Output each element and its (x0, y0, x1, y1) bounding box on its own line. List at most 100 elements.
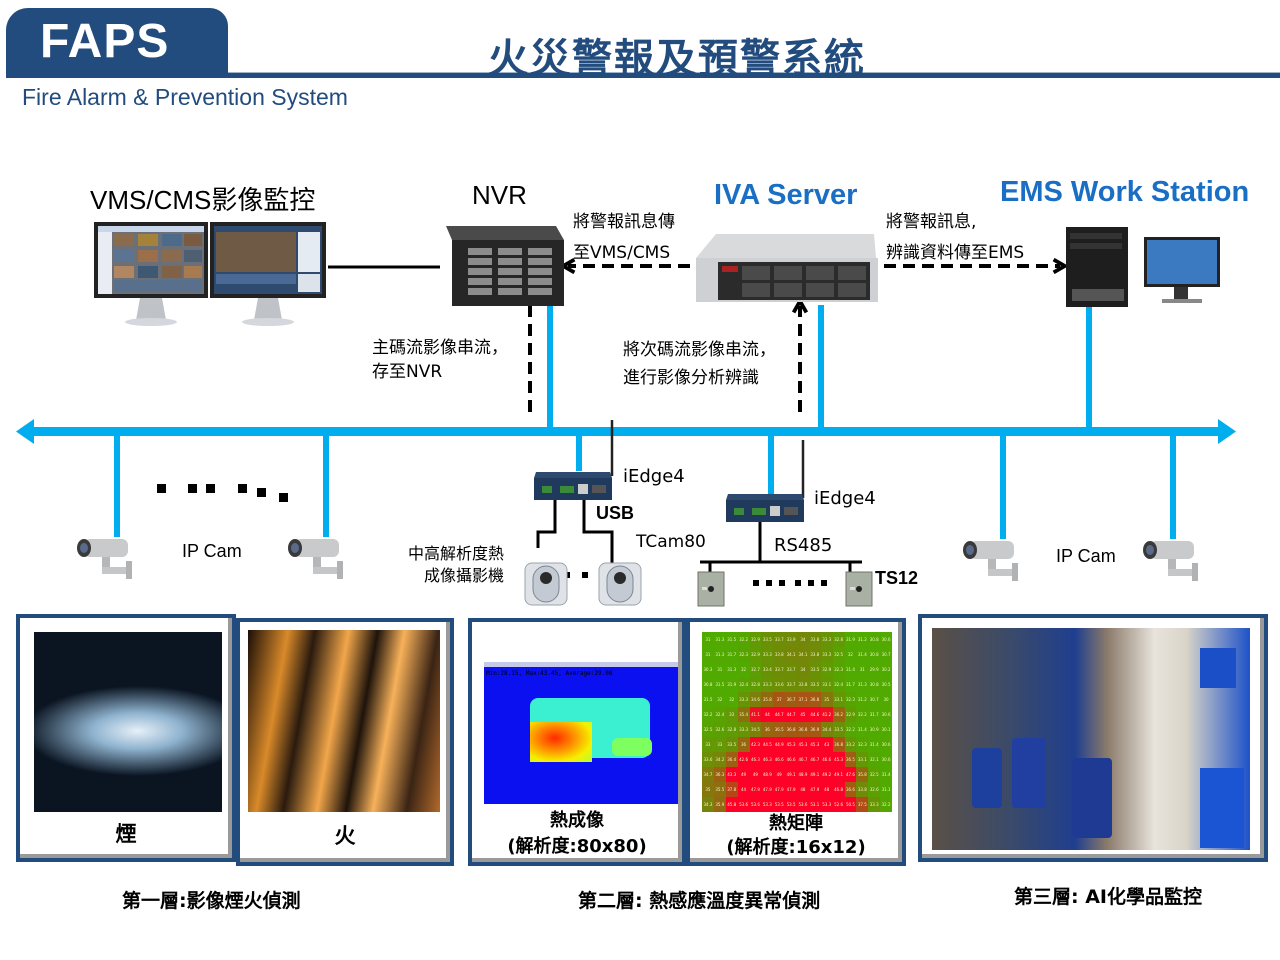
thermal-matrix-cell: 33.7 (773, 662, 786, 677)
thermal-matrix-cell: 36.8 (785, 722, 797, 737)
thermal-matrix-cell: 32.5 (702, 722, 714, 737)
thermal-matrix-cell: 49.2 (820, 767, 833, 782)
thermal-matrix-cell: 36.8 (808, 692, 821, 707)
thermal-matrix-cell: 34.6 (749, 692, 762, 707)
thermal-matrix-cell: 46.7 (808, 752, 821, 767)
thermal-matrix-cell: 49 (749, 767, 762, 782)
thermal-matrix-cell: 53.5 (773, 797, 786, 812)
thermal-matrix-cell: 32.9 (749, 632, 762, 647)
thermal-matrix-cell: 31.7 (844, 677, 857, 692)
ip-camera-icon (960, 537, 1022, 589)
thermal-matrix-cell: 32.5 (868, 767, 881, 782)
thermal-matrix-cell: 31.4 (856, 722, 869, 737)
thermal-matrix-cell: 47.9 (808, 782, 821, 797)
thermal-matrix-cell: 34.1 (797, 647, 809, 662)
thermal-matrix-cell: 31.3 (856, 677, 869, 692)
ts12-label: TS12 (875, 568, 919, 588)
thermal-matrix-cell: 36.6 (844, 782, 857, 797)
ems-uplink (1086, 306, 1092, 428)
thermal-matrix-cell: 37.8 (725, 782, 738, 797)
ipcam-drop-3 (1000, 435, 1006, 539)
thermal-matrix-cell: 33.5 (808, 677, 821, 692)
thermal-matrix-cell: 33.1 (856, 752, 869, 767)
thermal-matrix-cell: 32.2 (856, 707, 869, 722)
thermal-matrix-cell: 36.4 (725, 752, 738, 767)
thermal-matrix-cell: 53.3 (820, 797, 833, 812)
thermal-matrix-cell: 35.4 (737, 707, 750, 722)
thermal-matrix-cell: 33.3 (820, 647, 833, 662)
thermal-matrix-cell: 46.3 (749, 752, 762, 767)
ems-workstation-label: EMS Work Station (1000, 176, 1250, 208)
thermal-matrix-cell: 32.7 (749, 662, 762, 677)
thermal-matrix-cell: 32.3 (737, 647, 750, 662)
usb-wire-2 (582, 500, 614, 565)
thermal-matrix-cell: 45.3 (797, 737, 809, 752)
thermal-matrix-cell: 35.5 (713, 782, 726, 797)
thermal-matrix-cell: 33.3 (737, 692, 750, 707)
thermal-matrix-cell: 49.1 (808, 767, 821, 782)
thermal-matrix-cell: 30.3 (702, 662, 714, 677)
thermal-matrix-cell: 34.2 (713, 752, 726, 767)
thermal-matrix-cell: 37.1 (797, 692, 809, 707)
thermal-matrix-cell: 31 (702, 632, 714, 647)
thermal-matrix-cell: 31.9 (844, 632, 857, 647)
iedge4-device-icon (532, 470, 614, 506)
caption-line: (解析度:16x12) (726, 837, 866, 858)
thermal-matrix-cell: 33.7 (785, 677, 797, 692)
layer-3-caption: 第三層: AI化學品監控 (1014, 886, 1202, 908)
thermal-matrix-cell: 53.1 (808, 797, 821, 812)
more-sensors-ellipsis (753, 580, 827, 586)
thermal-matrix-cell: 37.5 (856, 797, 869, 812)
thermal-matrix-cell: 41.1 (749, 707, 762, 722)
thermal-matrix-cell: 30.7 (880, 647, 892, 662)
more-cameras-ellipsis (157, 484, 288, 502)
usb-wire-1 (536, 500, 557, 548)
thermal-matrix-cell: 42.6 (737, 752, 750, 767)
thermal-matrix-cell: 32.1 (868, 752, 881, 767)
alarm-to-vms-note: 將警報訊息傳 至VMS/CMS (573, 208, 675, 267)
thermal-matrix-cell: 33 (713, 737, 726, 752)
thermal-matrix-cell: 44 (737, 782, 750, 797)
thermal-matrix-cell: 48.9 (761, 767, 774, 782)
thermal-matrix-cell: 34 (797, 662, 809, 677)
thermal-matrix-cell: 45.3 (785, 737, 797, 752)
iedge2-drop (768, 435, 774, 495)
thermal-matrix-cell: 47.9 (749, 782, 762, 797)
iedge4-device-icon (724, 492, 806, 528)
thermal-matrix-cell: 32 (713, 692, 726, 707)
thermal-matrix-cell: 31.4 (844, 662, 857, 677)
thermal-matrix-cell: 35 (820, 692, 833, 707)
thermal-matrix-cell: 31 (856, 662, 869, 677)
thermal-matrix-cell: 31.5 (725, 632, 738, 647)
thermal-matrix-cell: 33.8 (797, 677, 809, 692)
thermal-matrix-cell: 36.7 (785, 692, 797, 707)
thermal-matrix-cell: 30.6 (880, 707, 892, 722)
ip-camera-icon (74, 535, 136, 587)
thermal-camera-description: 中高解析度熱 成像攝影機 (408, 543, 504, 587)
thermal-matrix-cell: 31 (702, 647, 714, 662)
thermal-matrix-cell: 30.6 (880, 752, 892, 767)
thermal-image: Min:28.15, Max:43.45, Average:29.08 (484, 662, 678, 804)
thermal-matrix-cell: 33.8 (856, 782, 869, 797)
chemical-warehouse-image (932, 628, 1250, 850)
note-line: 成像攝影機 (424, 566, 505, 585)
thermal-matrix-cell: 44.7 (773, 707, 786, 722)
thermal-matrix-cell: 30 (880, 692, 892, 707)
thermal-matrix-cell: 43 (820, 737, 833, 752)
thermal-matrix-cell: 46.8 (832, 782, 845, 797)
note-line: 主碼流影像串流， (372, 338, 508, 358)
thermal-matrix-cell: 53.6 (749, 797, 762, 812)
thermal-matrix-cell: 50.5 (844, 797, 857, 812)
thermal-matrix-cell: 32.2 (880, 797, 892, 812)
ipcam-drop-2 (323, 435, 329, 537)
rs485-label: RS485 (774, 535, 833, 556)
logo-tab (6, 8, 228, 78)
thermal-matrix-cell: 36 (761, 722, 774, 737)
thermal-matrix-cell: 36.9 (808, 722, 821, 737)
thermal-matrix-cell: 34.3 (702, 797, 714, 812)
fire-image (248, 630, 440, 812)
thermal-matrix-cell: 35.8 (761, 692, 774, 707)
iva-server-icon (696, 232, 878, 306)
thermal-matrix-cell: 45.8 (725, 797, 738, 812)
thermal-matrix-cell: 30.6 (880, 632, 892, 647)
